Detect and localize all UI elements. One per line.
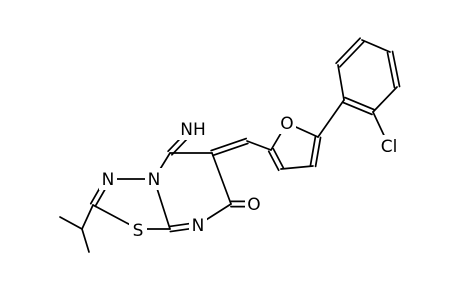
bond-line: [81, 228, 90, 253]
bond-line: [272, 147, 285, 169]
atom-o7-label: O: [247, 195, 260, 215]
atom-s1: S: [129, 219, 147, 241]
bond-line: [317, 99, 345, 138]
bond-line: [267, 150, 280, 172]
atom-carbonyl-o: O: [245, 193, 263, 215]
bond-line: [361, 39, 391, 53]
atom-n8: N: [189, 214, 207, 236]
bond-line: [280, 165, 314, 170]
bond-line: [309, 135, 317, 167]
atom-n3-label: N: [102, 170, 115, 190]
bond-line: [81, 204, 94, 230]
atom-n4-label: N: [148, 170, 161, 190]
atom-ofur-label: O: [280, 114, 293, 134]
bond-line: [314, 136, 322, 168]
atom-labels: S N N N NH O O Cl: [99, 112, 403, 241]
bond-line: [246, 140, 272, 151]
atom-n4: N: [145, 168, 163, 190]
bonds: [59, 37, 401, 253]
bond-line: [59, 216, 83, 230]
atom-n8-label: N: [192, 216, 205, 236]
bond-line: [337, 64, 345, 101]
atom-nh-label: NH: [180, 120, 206, 140]
bond-line: [386, 51, 396, 89]
atom-cl: Cl: [375, 135, 403, 157]
bond-line: [210, 137, 248, 152]
bond-line: [335, 37, 361, 65]
bond-line: [391, 50, 401, 88]
atom-n3: N: [99, 168, 117, 190]
bond-line: [339, 40, 365, 68]
atom-furan-o: O: [278, 112, 296, 134]
bond-line: [211, 152, 232, 205]
bond-line: [372, 86, 398, 113]
bond-line: [211, 142, 249, 157]
atom-cl-label: Cl: [381, 137, 398, 157]
atom-s1-label: S: [133, 221, 144, 241]
bond-line: [344, 96, 375, 111]
atom-imine-nh: NH: [175, 118, 211, 140]
bond-line: [342, 101, 373, 116]
